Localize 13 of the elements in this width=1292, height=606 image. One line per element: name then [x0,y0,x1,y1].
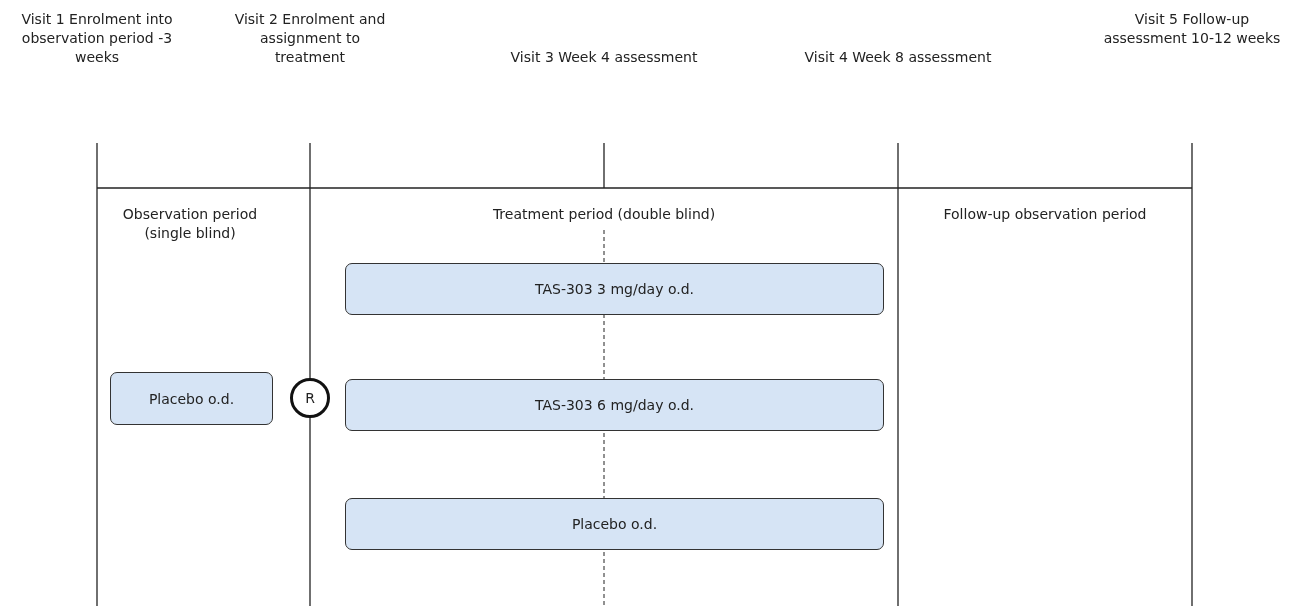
randomisation-circle: R [290,378,330,418]
visit-label: Visit 4 Week 8 assessment [803,48,993,67]
visit-label: Visit 2 Enrolment and assignment to treatment [233,10,387,67]
visit-label: Visit 1 Enrolment into observation period -3 weeks [20,10,174,67]
treatment-box: TAS-303 3 mg/day o.d. [345,263,884,315]
treatment-box: Placebo o.d. [110,372,273,425]
visit-label: Visit 3 Week 4 assessment [509,48,699,67]
period-label: Observation period (single blind) [121,205,259,243]
period-label: Follow-up observation period [942,205,1148,224]
treatment-box: TAS-303 6 mg/day o.d. [345,379,884,431]
treatment-box: Placebo o.d. [345,498,884,550]
visit-label: Visit 5 Follow-up assessment 10-12 weeks [1102,10,1282,48]
period-label: Treatment period (double blind) [491,205,717,224]
